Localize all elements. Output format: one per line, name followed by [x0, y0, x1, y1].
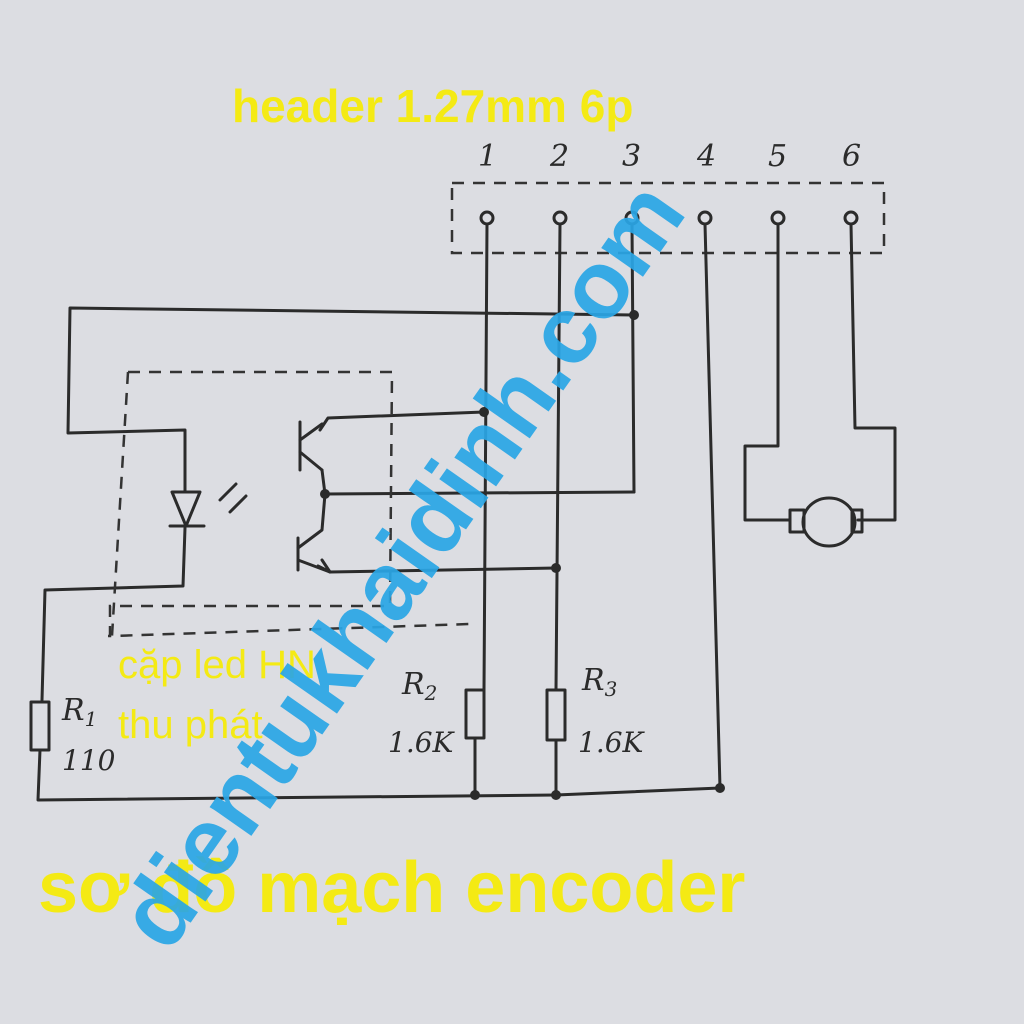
resistor-r1	[29, 700, 51, 752]
pin-5-terminal	[770, 210, 786, 226]
resistor-r2	[464, 688, 486, 740]
junction-dots	[320, 310, 725, 800]
r3-name: R3	[581, 663, 617, 701]
r1-value: 110	[62, 744, 115, 777]
r2-name: R2	[401, 667, 437, 705]
header-connector-outline	[450, 181, 886, 255]
led-pair-label-line2: thu phát	[118, 703, 263, 747]
pin-number-1: 1	[478, 139, 497, 174]
r1-name: R1	[61, 693, 97, 731]
watermark: dientukhaidinh.com	[98, 163, 706, 967]
pin-6-terminal	[843, 210, 859, 226]
pin-2-terminal	[552, 210, 568, 226]
header-title: header 1.27mm 6p	[232, 80, 633, 132]
motor-symbol	[788, 496, 864, 548]
phototransistor-upper	[298, 420, 324, 472]
pin-number-6: 6	[842, 139, 861, 174]
led-pair-label-line1: cặp led HN	[118, 643, 316, 687]
schematic-caption: sơ đồ mạch encoder	[38, 848, 745, 928]
resistor-r3	[545, 688, 567, 742]
opto-pair-outline	[108, 370, 394, 638]
pin-number-3: 3	[622, 139, 641, 174]
pin-number-4: 4	[696, 139, 716, 174]
pin-number-5: 5	[768, 139, 787, 174]
pin-number-2: 2	[549, 139, 569, 174]
ir-led-symbol	[168, 482, 248, 528]
phototransistor-lower	[296, 492, 332, 574]
pin-1-terminal	[479, 210, 495, 226]
wires	[36, 222, 897, 802]
r2-value: 1.6K	[388, 726, 456, 759]
r3-value: 1.6K	[578, 726, 646, 759]
